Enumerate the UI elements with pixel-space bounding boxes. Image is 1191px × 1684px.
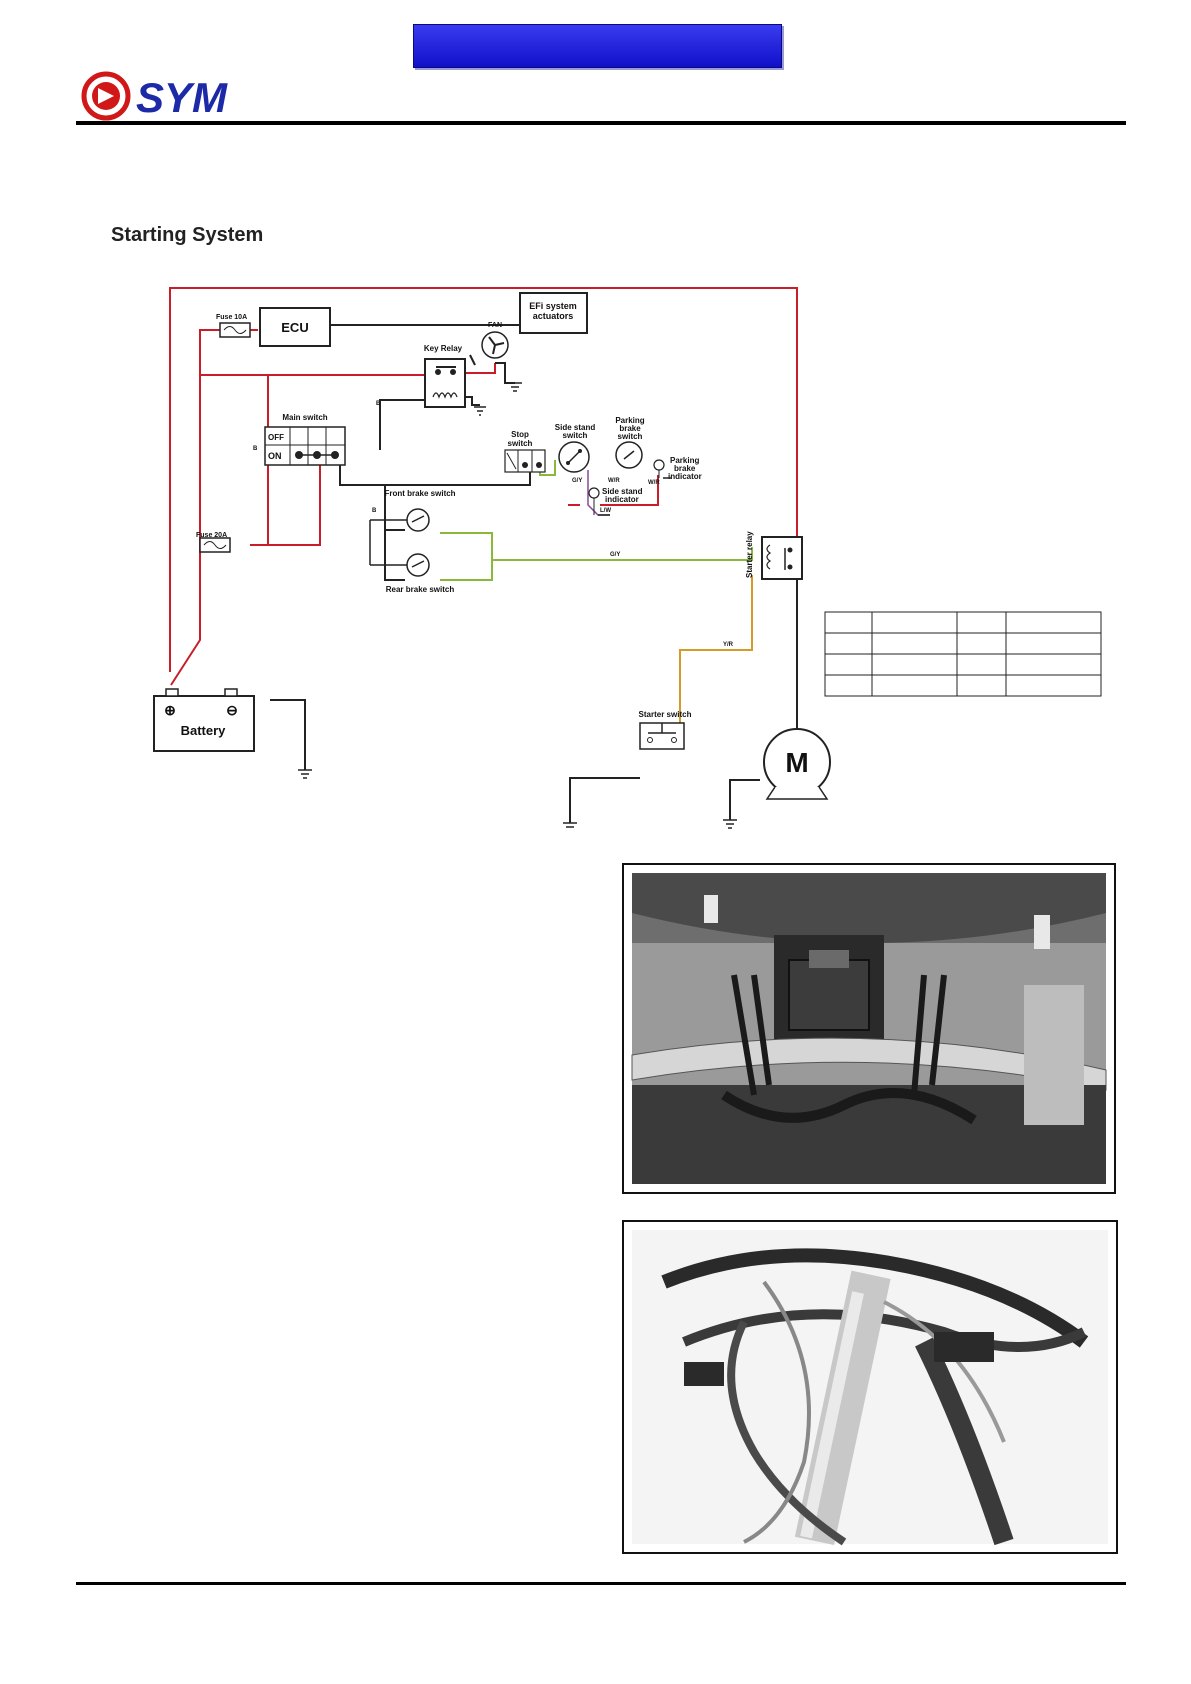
wire-code-wr2: W/R	[648, 480, 660, 486]
starting-system-wiring-diagram: Fuse 10A ECU EFi system actuators Key Re…	[153, 287, 1102, 829]
section-title: Starting System	[111, 224, 264, 246]
on-label: ON	[268, 451, 282, 461]
wire-code-wr1: W/R	[608, 478, 620, 484]
wire-code-gr: G/Y	[610, 552, 620, 558]
rear-brake-label: Rear brake switch	[386, 585, 455, 594]
off-label: OFF	[268, 433, 284, 442]
battery-label: Battery	[181, 723, 227, 738]
key-relay-label: Key Relay	[424, 344, 463, 353]
side-stand-switch-label-2: switch	[563, 431, 588, 440]
parking-switch-label-1: Parking	[615, 416, 644, 425]
empty-reference-table	[824, 611, 1102, 697]
header-rule	[76, 121, 1126, 125]
ssi-label-2: indicator	[605, 495, 639, 504]
photo-battery-compartment	[622, 863, 1116, 1194]
header-banner	[413, 24, 782, 68]
fuse-10a-label: Fuse 10A	[216, 314, 247, 321]
stop-switch-label-2: switch	[508, 439, 533, 448]
pbi-label-3: indicator	[668, 472, 702, 481]
wire-code-yr: Y/R	[723, 642, 734, 648]
parking-switch-label-3: switch	[618, 432, 643, 441]
parking-switch-label-2: brake	[619, 424, 641, 433]
battery-plus: ⊕	[164, 702, 176, 718]
battery-minus: ⊖	[226, 702, 238, 718]
ecu-label: ECU	[281, 320, 308, 335]
starter-switch-label: Starter switch	[639, 710, 692, 719]
pbi-label-2: brake	[674, 464, 696, 473]
footer-rule	[76, 1582, 1126, 1585]
wire-code-b2: B	[253, 446, 258, 452]
front-brake-label: Front brake switch	[384, 489, 455, 498]
wire-code-b3: B	[372, 508, 377, 514]
main-switch-label: Main switch	[282, 413, 327, 422]
logo-wordmark: SYM	[136, 74, 228, 121]
side-stand-switch-label-1: Side stand	[555, 423, 596, 432]
fan-label: FAN	[488, 322, 502, 329]
motor-label: M	[785, 747, 808, 778]
ssi-label-1: Side stand	[602, 487, 643, 496]
starter-relay-label: Starter relay	[745, 531, 754, 578]
wire-code-b1: B	[376, 401, 381, 407]
wire-code-gy: G/Y	[572, 478, 582, 484]
photo-wiring-harness	[622, 1220, 1118, 1554]
wire-code-lw: L/W	[600, 508, 611, 514]
efi-label-1: EFi system	[529, 301, 577, 311]
efi-label-2: actuators	[533, 311, 574, 321]
pbi-label-1: Parking	[670, 456, 699, 465]
sym-logo: SYM	[81, 71, 228, 121]
stop-switch-label-1: Stop	[511, 430, 529, 439]
fuse-20a-label: Fuse 20A	[196, 532, 227, 539]
